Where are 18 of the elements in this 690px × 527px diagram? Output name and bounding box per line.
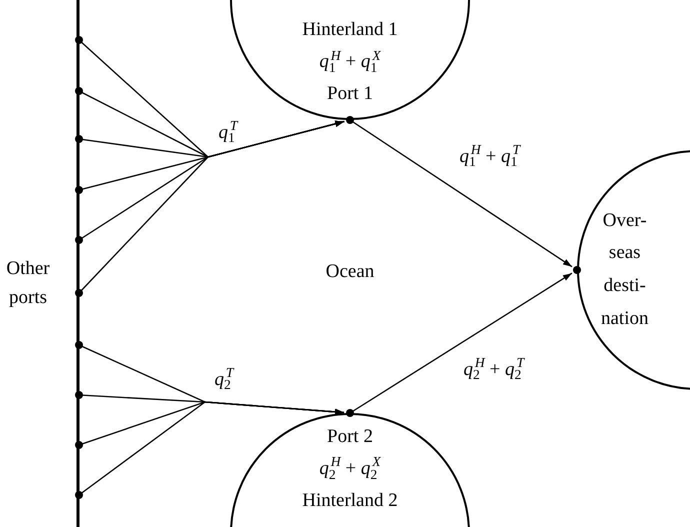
port-dot: [75, 87, 83, 95]
port-dot: [75, 341, 83, 349]
port-dot: [75, 491, 83, 499]
node-label: Over- seas desti- nation: [601, 208, 648, 331]
port-dot: [75, 36, 83, 44]
port-dot: [75, 135, 83, 143]
port-dot: [75, 441, 83, 449]
node-label: Hinterland 1: [302, 19, 398, 42]
port-dot: [75, 186, 83, 194]
node-label: Port 1: [327, 83, 373, 105]
region-label: Ocean: [324, 260, 376, 284]
node-label: Port 2: [327, 426, 373, 448]
port-dot: [75, 289, 83, 297]
port-dot: [75, 236, 83, 244]
region-label: Other ports: [5, 257, 51, 310]
arrow: [350, 119, 572, 268]
node-label: Hinterland 2: [302, 490, 398, 512]
port-dot: [75, 391, 83, 399]
